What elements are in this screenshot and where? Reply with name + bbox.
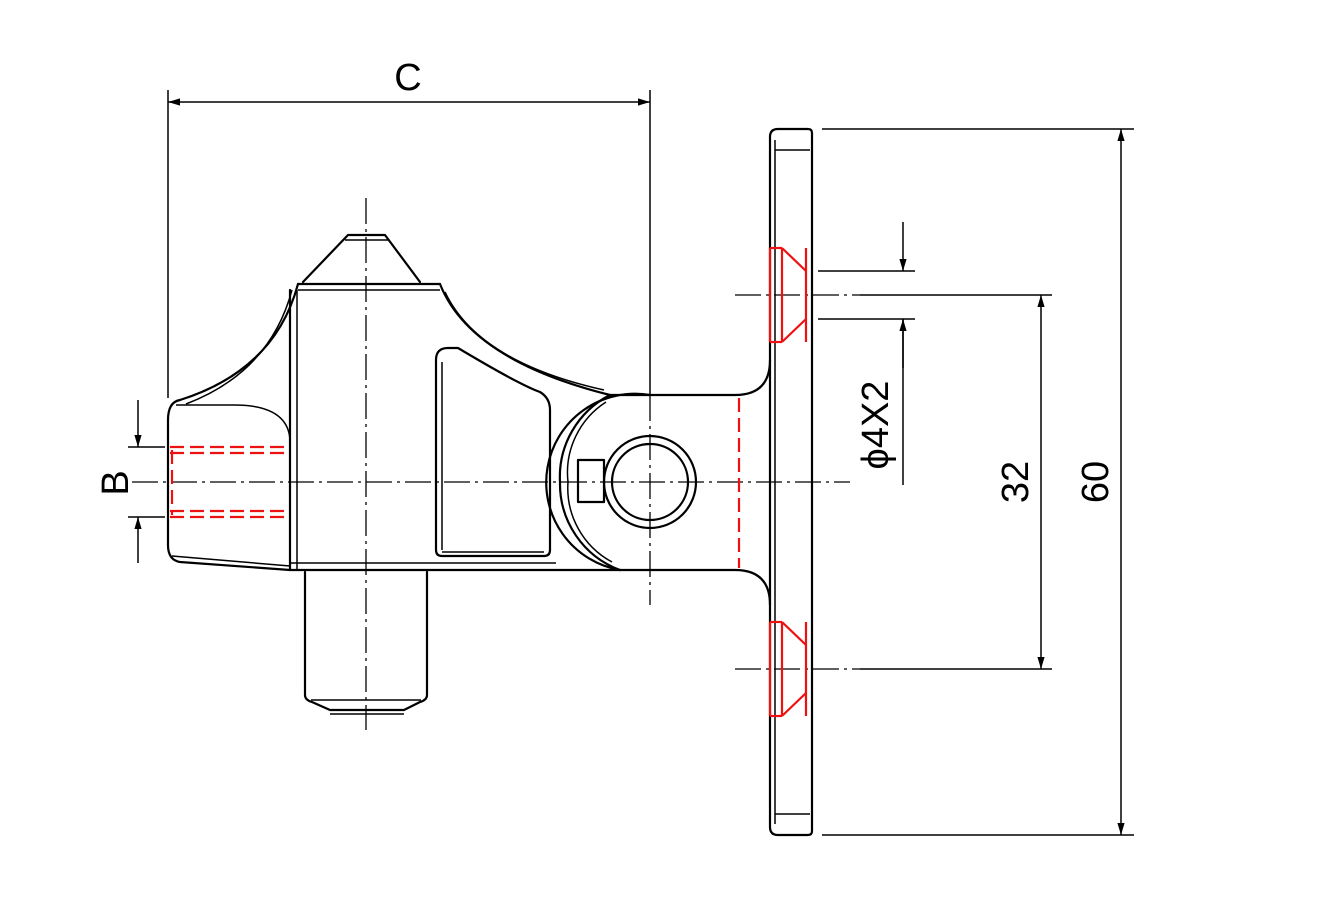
hidden-bore	[170, 445, 290, 519]
connecting-arm	[608, 358, 772, 607]
dimension-hole: ϕ4X2	[818, 222, 915, 485]
dimension-60: 60	[822, 128, 1134, 836]
dimension-b: B	[95, 400, 165, 563]
dimension-b-label: B	[95, 470, 137, 495]
dimension-c-label: C	[394, 57, 421, 99]
bottom-pin	[303, 570, 429, 715]
dimension-32: 32	[860, 294, 1052, 670]
mounting-plate	[768, 127, 814, 837]
countersink-bottom	[768, 620, 808, 718]
center-lines	[132, 198, 860, 730]
pivot-boss	[545, 392, 698, 572]
dimension-60-label: 60	[1075, 461, 1117, 503]
dimension-hole-label: ϕ4X2	[855, 381, 897, 470]
dimension-32-label: 32	[995, 461, 1037, 503]
main-body	[166, 233, 622, 572]
dimension-c: C	[167, 57, 651, 398]
countersink-top	[768, 246, 808, 344]
